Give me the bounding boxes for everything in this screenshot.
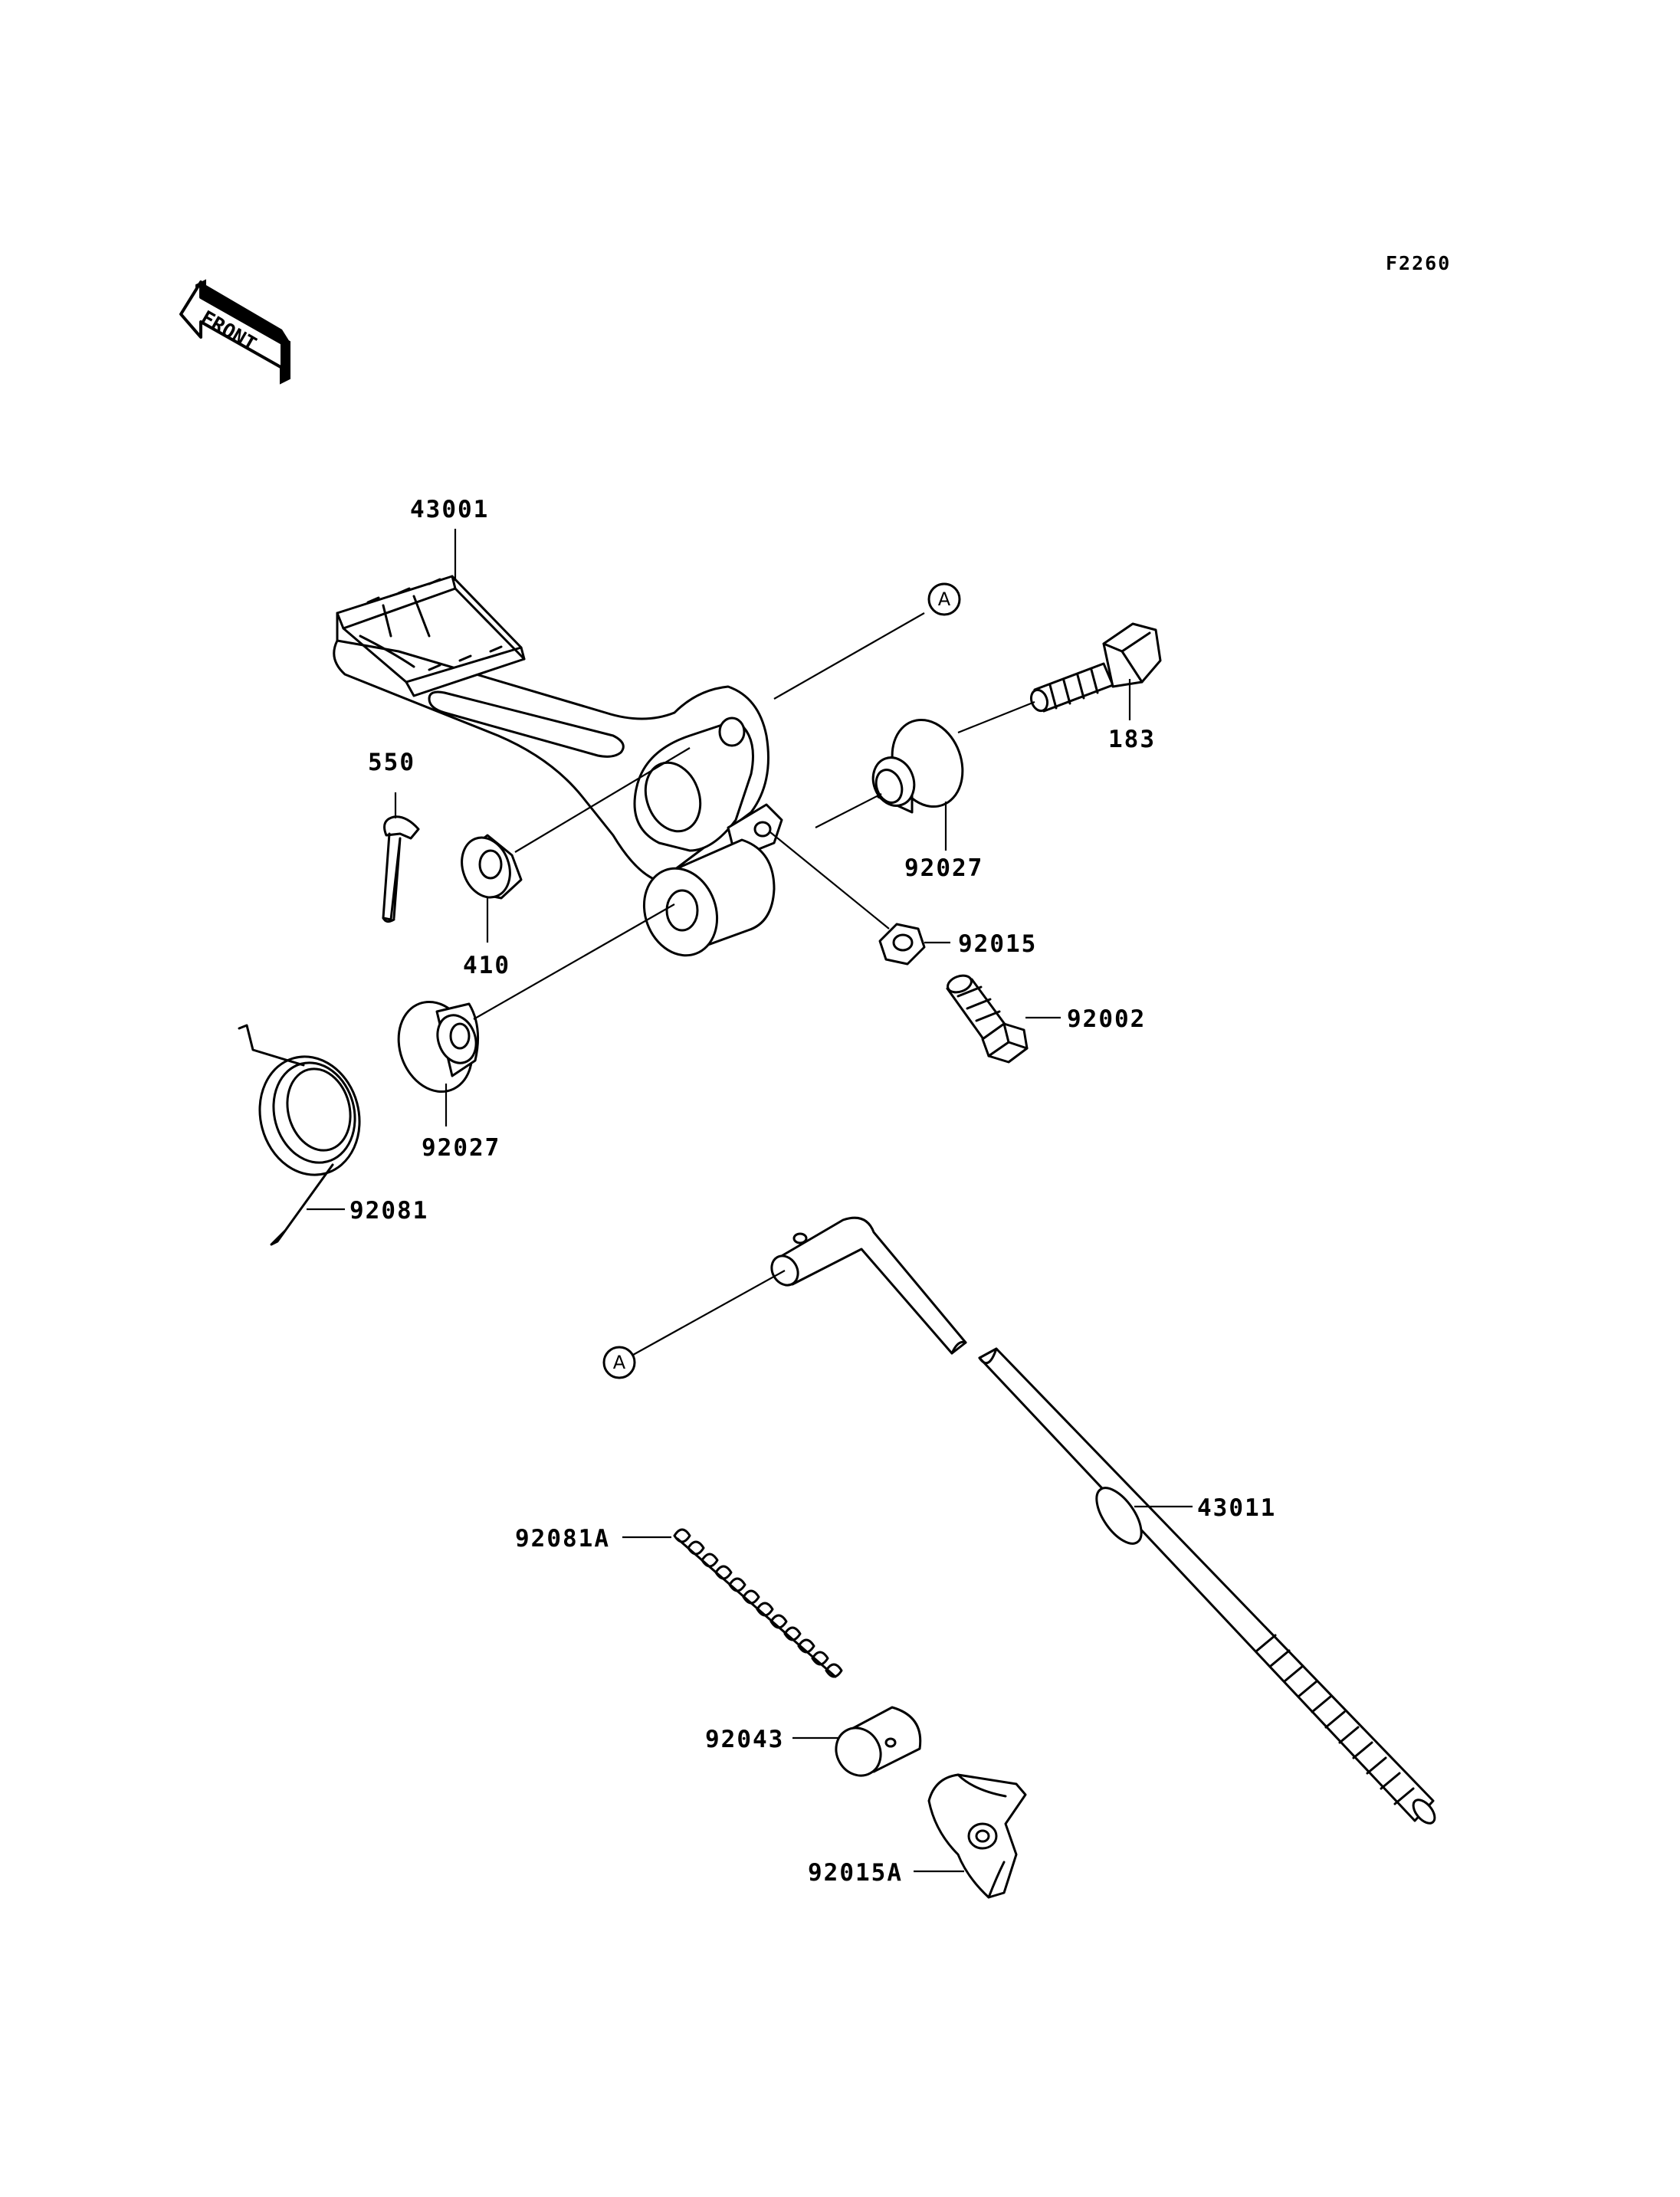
bolt-92002 [946,974,1029,1064]
label-410: 410 [463,952,510,979]
front-arrow-icon: FRONT [179,279,290,385]
label-92081: 92081 [349,1197,428,1225]
label-183: 183 [1108,726,1156,753]
svg-text:A: A [938,589,951,610]
svg-text:A: A [613,1352,626,1373]
ref-marker-a-upper: A [927,582,961,616]
pin-92043 [835,1706,922,1777]
spring-92081a [673,1528,843,1678]
label-550: 550 [368,749,415,776]
label-92002: 92002 [1067,1005,1146,1033]
diagram-code: F2260 [1386,252,1451,274]
label-92015a: 92015A [808,1859,903,1887]
collar-92027-upper [871,718,964,814]
pivot-sleeve [642,838,776,957]
label-92027-lower: 92027 [422,1134,500,1162]
ref-marker-a-lower: A [602,1346,636,1379]
label-43011: 43011 [1197,1494,1276,1522]
collar-92027-lower [397,1000,480,1094]
washer-410 [461,834,523,900]
label-92081a: 92081A [515,1525,610,1553]
brake-rod-43011 [770,1216,1436,1825]
bolt-183 [1029,622,1162,713]
nut-92015 [878,923,926,966]
wing-nut-92015a [927,1773,1027,1899]
label-92015: 92015 [958,930,1037,958]
return-spring-92081 [238,1024,361,1246]
label-92027-upper: 92027 [904,854,983,882]
cotter-pin-550 [382,815,420,923]
label-43001: 43001 [410,496,489,523]
label-92043: 92043 [705,1726,784,1753]
brake-pedal [333,575,783,883]
